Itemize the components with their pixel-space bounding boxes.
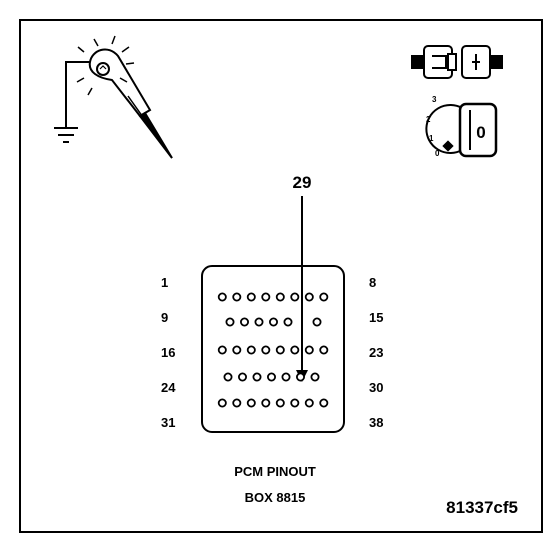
connector-pin — [246, 292, 256, 302]
connector-pin — [304, 398, 314, 408]
connector-pin — [275, 292, 285, 302]
connector-pin — [261, 292, 271, 302]
connector-pin — [319, 345, 329, 355]
connector-pin — [225, 317, 235, 327]
connector-pin — [275, 345, 285, 355]
row-label-right-1: 8 — [369, 275, 376, 290]
connector-pin — [261, 345, 271, 355]
connector-pin — [266, 372, 276, 382]
row-label-left-1: 1 — [161, 275, 168, 290]
connector-pin — [261, 398, 271, 408]
row-label-left-2: 9 — [161, 310, 168, 325]
ignition-position-3: 3 — [432, 95, 437, 104]
connector-pin — [281, 372, 291, 382]
caption-subtitle: BOX 8815 — [245, 490, 306, 505]
connector-pin — [310, 372, 320, 382]
connector-disconnected-icon — [411, 45, 503, 79]
connector-pin — [312, 317, 322, 327]
connector-pin — [268, 317, 278, 327]
row-label-right-5: 38 — [369, 415, 383, 430]
connector-pin — [275, 398, 285, 408]
test-probe-to-ground-icon — [54, 35, 173, 159]
pin-array — [217, 292, 329, 408]
connector-pin — [295, 372, 305, 382]
connector-pin — [246, 398, 256, 408]
connector-pin — [246, 345, 256, 355]
ignition-position-1: 1 — [429, 134, 434, 143]
ignition-position-2: 2 — [426, 115, 431, 124]
connector-pin — [217, 398, 227, 408]
connector-pin — [223, 372, 233, 382]
connector-pin — [217, 292, 227, 302]
ignition-position-0: 0 — [435, 149, 440, 158]
connector-pin — [239, 317, 249, 327]
connector-pin — [232, 292, 242, 302]
row-label-right-2: 15 — [369, 310, 383, 325]
connector-pin — [290, 292, 300, 302]
row-label-left-5: 31 — [161, 415, 175, 430]
caption-title: PCM PINOUT — [234, 464, 316, 479]
row-label-left-3: 16 — [161, 345, 175, 360]
connector-pin — [232, 398, 242, 408]
figure-code: 81337cf5 — [446, 498, 518, 517]
connector-pin — [290, 398, 300, 408]
ignition-key-label: 0 — [476, 123, 485, 142]
pcm-connector-body — [201, 265, 345, 433]
connector-pin — [304, 345, 314, 355]
connector-pin — [319, 398, 329, 408]
connector-pin — [319, 292, 329, 302]
connector-pin — [304, 292, 314, 302]
ignition-switch-off-icon: 0 3 2 1 0 — [425, 95, 498, 158]
connector-pin — [232, 345, 242, 355]
pin-pointer-label: 29 — [293, 173, 312, 192]
row-label-left-4: 24 — [161, 380, 176, 395]
connector-pin — [283, 317, 293, 327]
connector-pin — [217, 345, 227, 355]
diagram-border — [19, 19, 543, 533]
connector-pin — [254, 317, 264, 327]
row-label-right-3: 23 — [369, 345, 383, 360]
connector-pin — [237, 372, 247, 382]
connector-pin — [290, 345, 300, 355]
connector-pin — [252, 372, 262, 382]
row-label-right-4: 30 — [369, 380, 383, 395]
